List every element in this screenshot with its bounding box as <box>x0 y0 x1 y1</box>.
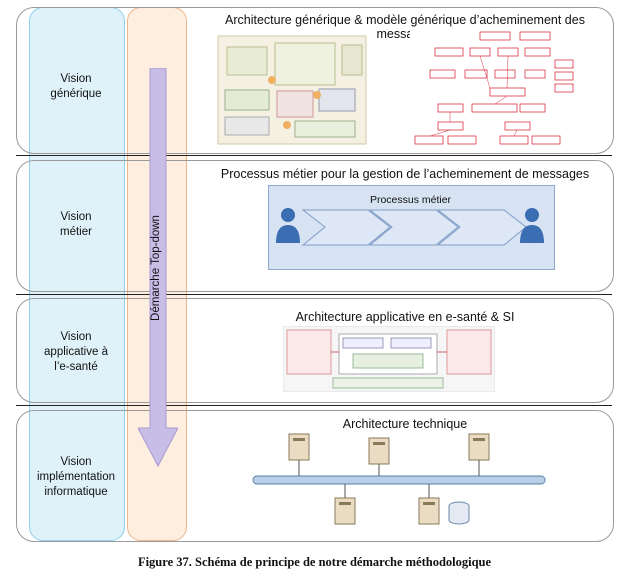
vision-label-generic: Vision générique <box>50 73 102 100</box>
separator <box>16 405 612 406</box>
band-title-technical: Architecture technique <box>342 417 468 431</box>
band-application <box>16 298 614 403</box>
person-icon <box>520 208 544 243</box>
vision-label-business: Vision métier <box>60 211 92 238</box>
band-title-application: Architecture applicative en e-santé & SI <box>295 310 515 324</box>
application-architecture-thumbnail <box>283 326 495 392</box>
generic-message-model-thumbnail <box>410 30 575 150</box>
vision-label-application: Vision applicative à l’e-santé <box>44 331 108 373</box>
band-technical <box>16 410 614 542</box>
business-process-label: Processus métier <box>369 194 452 206</box>
band-title-business: Processus métier pour la gestion de l’ac… <box>220 167 590 181</box>
vision-column <box>29 7 125 541</box>
server-icon <box>368 437 390 476</box>
person-icon <box>276 208 300 243</box>
process-chevrons <box>276 208 544 246</box>
generic-architecture-thumbnail <box>217 35 367 145</box>
vision-label-implementation: Vision implémentation informatique <box>37 456 115 498</box>
server-icon <box>418 484 440 525</box>
figure-caption: Figure 37. Schéma de principe de notre d… <box>137 555 492 569</box>
separator <box>16 294 612 295</box>
top-down-arrow <box>138 68 178 468</box>
server-icon <box>288 433 310 476</box>
server-icon <box>334 484 356 525</box>
separator <box>16 155 612 156</box>
technical-architecture <box>252 433 546 525</box>
database-icon <box>448 501 470 525</box>
approach-label: Démarche Top-down <box>150 215 162 321</box>
band-generic <box>16 7 614 154</box>
band-business <box>16 160 614 292</box>
server-icon <box>468 433 490 476</box>
